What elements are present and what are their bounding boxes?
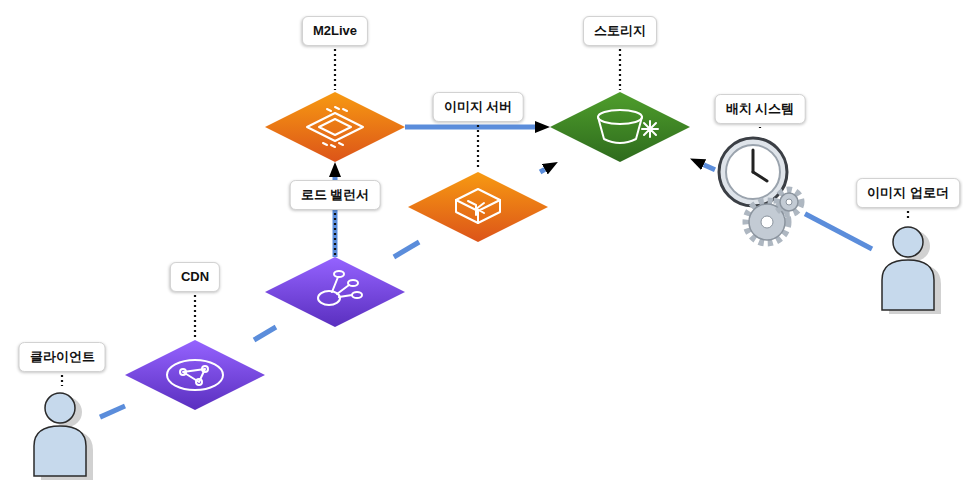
- service-glyph: [598, 110, 658, 143]
- node-label: 이미지 서버: [433, 92, 524, 122]
- icon-node: 배치 시스템: [715, 130, 805, 250]
- connector-line: [254, 327, 276, 340]
- leader-line: [907, 211, 909, 220]
- connector-line: [394, 242, 419, 257]
- service-diamond: [265, 257, 405, 327]
- person-body: [882, 260, 934, 310]
- icon-node: 스토리지: [550, 92, 690, 162]
- node-icon: [872, 222, 944, 314]
- leader-line: [334, 213, 336, 255]
- node-icon: [24, 388, 100, 480]
- node-label: 배치 시스템: [715, 94, 806, 124]
- node-label: 이미지 업로더: [856, 178, 960, 208]
- node-label: 클라이언트: [19, 342, 106, 372]
- person-head: [45, 393, 75, 423]
- service-glyph: [456, 189, 500, 223]
- clock-face: [726, 145, 780, 199]
- person-body: [34, 426, 86, 476]
- icon-node: 이미지 업로더: [872, 222, 944, 314]
- icon-node: 클라이언트: [24, 388, 100, 480]
- gear-hole: [786, 199, 792, 205]
- service-diamond: [125, 340, 265, 410]
- leader-line: [61, 375, 63, 386]
- node-label: 로드 밸런서: [290, 180, 381, 210]
- leader-line: [334, 49, 336, 90]
- gear: [780, 193, 798, 211]
- node-label: CDN: [170, 262, 220, 292]
- leader-line: [759, 127, 761, 128]
- node-icon: [550, 92, 690, 162]
- service-glyph: [167, 360, 223, 390]
- node-icon: [715, 130, 805, 250]
- service-diamond: [265, 92, 405, 162]
- node-icon: [125, 340, 265, 410]
- node-label: M2Live: [302, 16, 368, 46]
- node-icon: [408, 172, 548, 242]
- icon-node: 이미지 서버: [408, 172, 548, 242]
- icon-node: CDN: [125, 340, 265, 410]
- person-head: [893, 227, 923, 257]
- gear-teeth: [777, 190, 801, 214]
- service-diamond: [550, 92, 690, 162]
- leader-line: [619, 49, 621, 90]
- service-glyph: [307, 107, 363, 147]
- leader-line: [194, 295, 196, 338]
- icon-node: M2Live: [265, 92, 405, 162]
- connector-group: [100, 127, 872, 417]
- node-icon: [265, 257, 405, 327]
- clock-hand: [753, 172, 767, 181]
- connector-line: [100, 406, 125, 417]
- connector-line: [405, 125, 535, 130]
- connector-line: [805, 214, 872, 249]
- connector-line: [540, 169, 545, 172]
- leader-group: [62, 49, 908, 386]
- clock-rim: [719, 138, 787, 206]
- node-icon: [265, 92, 405, 162]
- clock-hand: [752, 150, 755, 172]
- icon-node: 로드 밸런서: [265, 257, 405, 327]
- service-glyph: [318, 271, 362, 305]
- service-diamond: [408, 172, 548, 242]
- gear-hole: [761, 216, 773, 228]
- connector-line: [704, 165, 715, 170]
- node-label: 스토리지: [583, 16, 657, 46]
- leader-line: [477, 125, 479, 170]
